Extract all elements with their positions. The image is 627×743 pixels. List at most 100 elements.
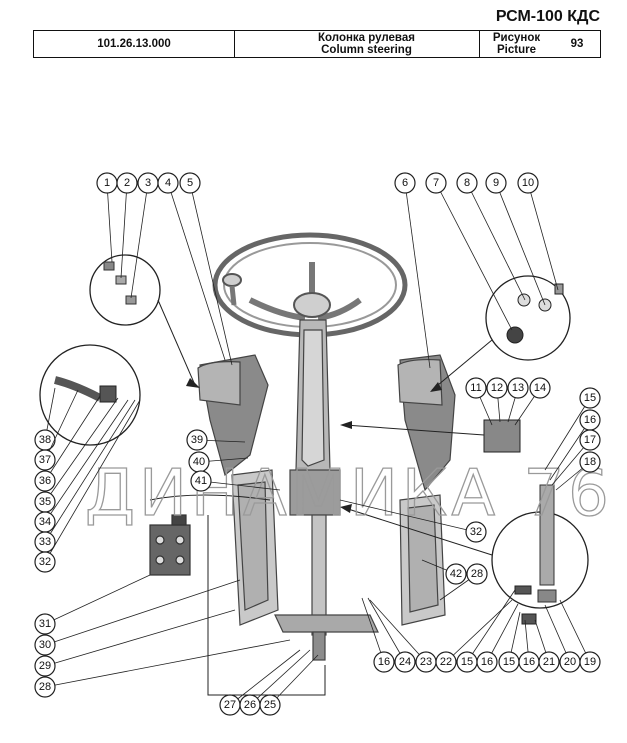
leader-line — [549, 419, 591, 481]
leader-line — [44, 399, 129, 523]
callout-label: 31 — [39, 618, 51, 630]
callout-16: 16 — [476, 651, 498, 673]
callout-label: 17 — [584, 434, 596, 446]
leader-line — [200, 480, 281, 491]
leader-line — [106, 182, 113, 263]
leader-line — [339, 499, 477, 533]
callout-circle — [186, 429, 208, 451]
callout-label: 15 — [584, 392, 596, 404]
callout-label: 16 — [523, 656, 535, 668]
leader-line — [189, 182, 233, 366]
callout-label: 42 — [450, 568, 462, 580]
callout-label: 10 — [522, 177, 534, 189]
callout-7: 7 — [425, 172, 447, 194]
detail-circle-left-top — [89, 254, 200, 388]
callout-label: 18 — [584, 456, 596, 468]
callout-circle — [373, 651, 395, 673]
callout-22: 22 — [435, 651, 457, 673]
steering-column — [274, 319, 379, 661]
callout-circle — [34, 470, 56, 492]
model-title: РСМ-100 КДС — [495, 8, 600, 25]
callout-label: 32 — [39, 556, 51, 568]
callout-label: 8 — [464, 177, 470, 189]
doc-number: 101.26.13.000 — [97, 38, 171, 50]
leader-line — [369, 599, 427, 663]
leader-line — [44, 574, 151, 625]
callout-label: 28 — [471, 568, 483, 580]
detail-circle-left-mid — [39, 344, 141, 446]
callout-33: 33 — [34, 531, 56, 553]
callout-label: 33 — [39, 536, 51, 548]
callout-label: 1 — [104, 177, 110, 189]
callout-label: 6 — [402, 177, 408, 189]
callout-label: 38 — [39, 434, 51, 446]
callout-circle — [435, 651, 457, 673]
callout-13: 13 — [507, 377, 529, 399]
callout-label: 13 — [512, 382, 524, 394]
callout-6: 6 — [394, 172, 416, 194]
callout-circle — [579, 451, 601, 473]
callout-label: 35 — [39, 496, 51, 508]
leader-line — [269, 654, 319, 706]
callout-circle — [394, 172, 416, 194]
callout-34: 34 — [34, 511, 56, 533]
callout-12: 12 — [486, 377, 508, 399]
leader-line — [44, 579, 241, 646]
callout-32: 32 — [465, 521, 487, 543]
picture-number: 93 — [570, 38, 584, 50]
leader-line — [44, 399, 136, 543]
callout-label: 4 — [165, 177, 171, 189]
callout-label: 20 — [564, 656, 576, 668]
leader-line — [466, 182, 526, 301]
title-ru: Колонка рулевая — [318, 32, 415, 44]
callout-label: 22 — [440, 656, 452, 668]
callout-label: 11 — [470, 382, 481, 394]
leader-line — [404, 182, 431, 369]
callout-25: 25 — [259, 694, 281, 716]
picture-en: Picture — [497, 44, 536, 56]
callout-8: 8 — [456, 172, 478, 194]
picture-ru: Рисунок — [492, 32, 541, 44]
callout-label: 19 — [584, 656, 596, 668]
callout-15: 15 — [456, 651, 478, 673]
callout-circle — [179, 172, 201, 194]
detail-box-mid — [340, 419, 521, 453]
callout-label: 28 — [39, 681, 51, 693]
callout-circle — [456, 172, 478, 194]
callout-circle — [34, 551, 56, 573]
callout-label: 16 — [378, 656, 390, 668]
callout-14: 14 — [529, 377, 551, 399]
callout-label: 5 — [187, 177, 193, 189]
callout-circle — [425, 172, 447, 194]
callout-label: 21 — [543, 656, 555, 668]
callout-label: 40 — [193, 456, 205, 468]
callout-27: 27 — [219, 694, 241, 716]
callout-20: 20 — [559, 651, 581, 673]
callout-circle — [579, 651, 601, 673]
leader-line — [486, 603, 519, 663]
detail-circle-right-top — [430, 275, 571, 392]
callout-16: 16 — [518, 651, 540, 673]
callout-label: 29 — [39, 660, 51, 672]
leader-line — [44, 609, 236, 667]
callout-label: 14 — [534, 382, 546, 394]
callout-label: 25 — [264, 699, 276, 711]
callout-circle — [507, 377, 529, 399]
callout-15: 15 — [498, 651, 520, 673]
callout-circle — [445, 563, 467, 585]
callout-label: 32 — [470, 526, 482, 538]
callout-3: 3 — [137, 172, 159, 194]
callout-19: 19 — [579, 651, 601, 673]
callout-32: 32 — [34, 551, 56, 573]
callout-circle — [465, 377, 487, 399]
leader-line — [44, 389, 79, 461]
callout-30: 30 — [34, 634, 56, 656]
callout-label: 3 — [145, 177, 151, 189]
callout-circle — [579, 387, 601, 409]
callout-circle — [485, 172, 507, 194]
callout-circle — [465, 521, 487, 543]
callout-circle — [116, 172, 138, 194]
leader-line — [367, 597, 406, 663]
callout-label: 2 — [124, 177, 130, 189]
leader-line — [167, 182, 226, 361]
